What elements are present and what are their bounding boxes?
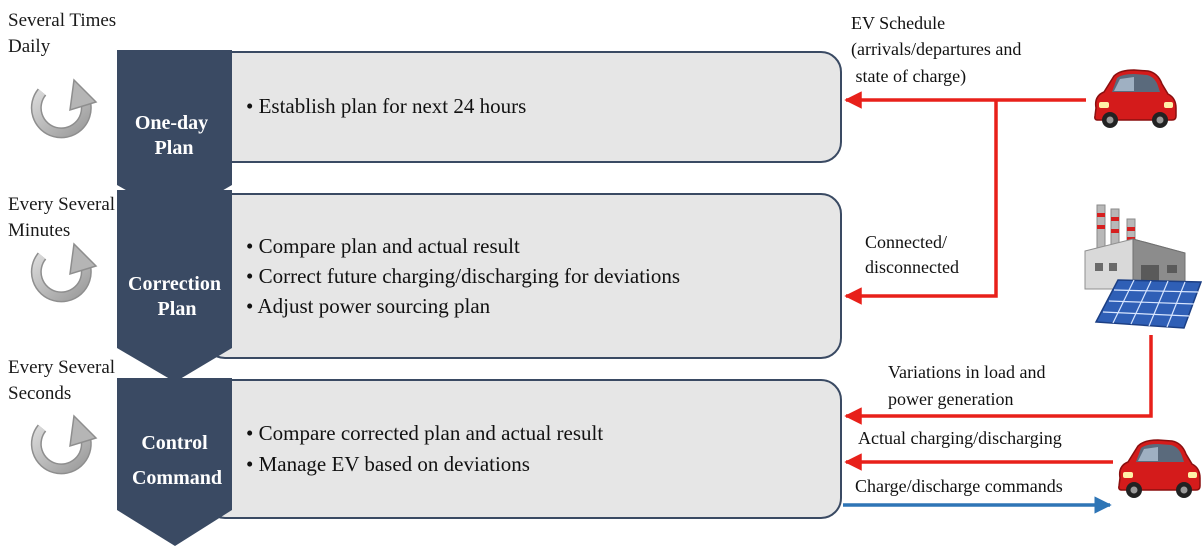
bullet-correction-2: • Correct future charging/discharging fo… <box>246 264 680 288</box>
bullet-one-day-1: • Establish plan for next 24 hours <box>246 94 526 118</box>
electric-car-icon <box>1118 439 1201 498</box>
frequency-label-one-day: Several Times Daily <box>8 10 121 57</box>
cycle-arrow-icon <box>30 78 98 139</box>
label-connected: Connected/ disconnected <box>865 232 959 277</box>
label-ev-schedule: EV Schedule (arrivals/departures and sta… <box>851 13 1026 87</box>
cycle-arrow-icon <box>30 242 98 303</box>
chevron-correction <box>117 190 232 382</box>
stage-title-correction: Correction Plan <box>128 273 226 320</box>
chevron-control <box>117 378 232 546</box>
bullet-correction-3: • Adjust power sourcing plan <box>246 294 491 318</box>
solar-panel-icon <box>1094 279 1203 329</box>
cycle-arrow-icon <box>30 414 98 475</box>
chevron-one-day <box>117 50 232 218</box>
bullet-control-2: • Manage EV based on deviations <box>246 452 530 476</box>
arrow-variations <box>844 335 1153 425</box>
electric-car-icon <box>1094 69 1177 128</box>
stage-box-control <box>204 379 842 519</box>
stage-title-one-day: One-day Plan <box>135 112 213 159</box>
stage-title-control: Control Command <box>132 432 222 489</box>
bullet-correction-1: • Compare plan and actual result <box>246 234 520 258</box>
frequency-label-correction: Every Several Minutes <box>8 194 120 241</box>
arrow-connected-disconnected <box>844 100 998 305</box>
bullet-control-1: • Compare corrected plan and actual resu… <box>246 421 603 445</box>
label-charge-commands: Charge/discharge commands <box>855 476 1063 496</box>
label-variations: Variations in load and power generation <box>888 362 1050 409</box>
label-actual-charging: Actual charging/discharging <box>858 428 1062 448</box>
factory-icon <box>1084 204 1186 290</box>
frequency-label-control: Every Several Seconds <box>8 357 120 404</box>
